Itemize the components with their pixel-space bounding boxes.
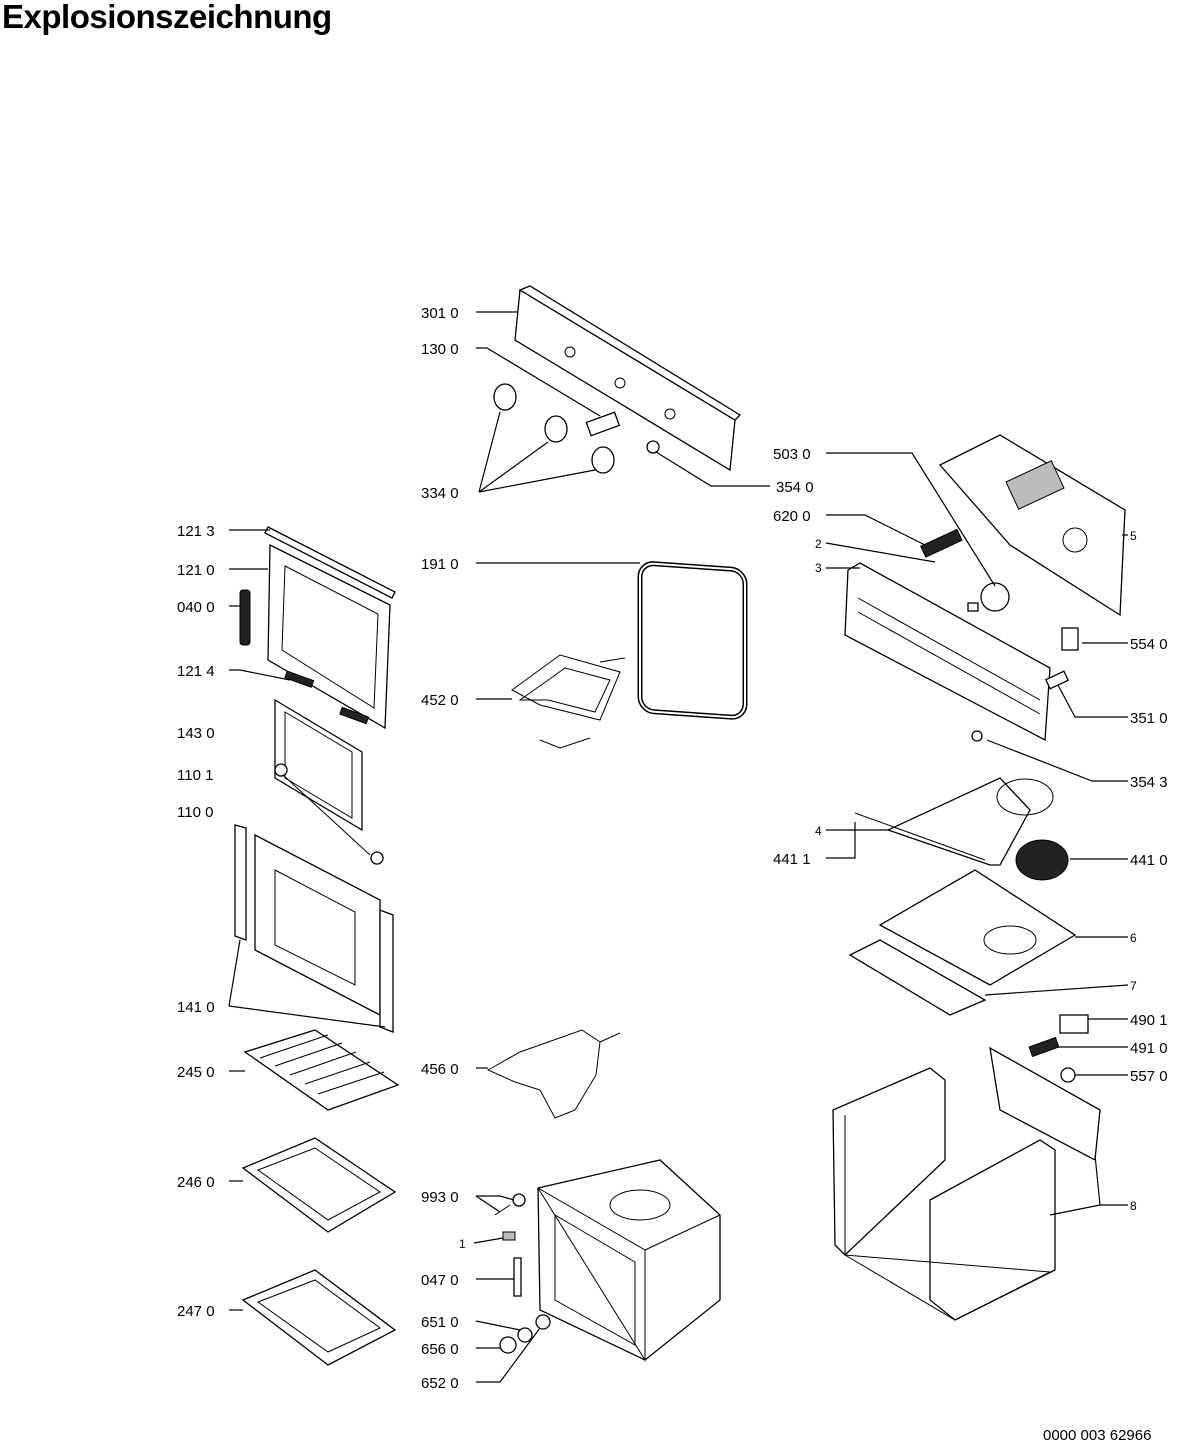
- thermostat-part: [1061, 627, 1079, 651]
- callout-620-0: 620 0: [773, 508, 811, 525]
- callout-354-0: 354 0: [776, 479, 814, 496]
- callout-130-0: 130 0: [421, 341, 459, 358]
- callout-7: 7: [1130, 979, 1137, 993]
- leader-lines: [228, 311, 1129, 1383]
- control-panel-part: [514, 285, 742, 472]
- lower-heating-element-part: [486, 1029, 621, 1119]
- callout-121-3: 121 3: [177, 523, 215, 540]
- terminal-block-part: [920, 528, 963, 558]
- callout-490-1: 490 1: [1130, 1012, 1168, 1029]
- door-inner-frame-part: [264, 526, 396, 730]
- baking-tray-part: [241, 1137, 397, 1233]
- deep-tray-part: [241, 1269, 397, 1366]
- callout-351-0: 351 0: [1130, 710, 1168, 727]
- callout-141-0: 141 0: [177, 999, 215, 1016]
- wire-rack-part: [243, 1029, 400, 1111]
- callout-110-1: 110 1: [177, 767, 213, 784]
- inner-glass-part: [274, 698, 363, 832]
- callout-452-0: 452 0: [421, 692, 459, 709]
- callout-3: 3: [815, 561, 822, 575]
- callout-354-3: 354 3: [1130, 774, 1168, 791]
- callout-456-0: 456 0: [421, 1061, 459, 1078]
- page-title: Explosionszeichnung: [2, 0, 332, 35]
- callout-047-0: 047 0: [421, 1272, 459, 1289]
- sensor-part: [1044, 670, 1070, 690]
- door-handle-part: [274, 763, 384, 865]
- rear-cover-part: [938, 434, 1126, 617]
- callout-651-0: 651 0: [421, 1314, 459, 1331]
- callout-557-0: 557 0: [1130, 1068, 1168, 1085]
- oven-housing-part: [832, 1046, 1101, 1321]
- control-knob-part: [493, 383, 615, 474]
- callout-2: 2: [815, 537, 822, 551]
- callout-993-0: 993 0: [421, 1189, 459, 1206]
- door-hinge-part: [239, 589, 251, 646]
- callout-334-0: 334 0: [421, 485, 459, 502]
- callout-4: 4: [815, 824, 822, 838]
- door-outer-panel-part: [234, 824, 394, 1033]
- callout-121-4: 121 4: [177, 663, 215, 680]
- callout-441-0: 441 0: [1130, 852, 1168, 869]
- callout-191-0: 191 0: [421, 556, 459, 573]
- callout-441-1: 441 1: [773, 851, 811, 868]
- callout-143-0: 143 0: [177, 725, 215, 742]
- callout-246-0: 246 0: [177, 1174, 215, 1191]
- callout-040-0: 040 0: [177, 599, 215, 616]
- lower-cover-part: [848, 869, 1077, 1016]
- callout-301-0: 301 0: [421, 305, 459, 322]
- document-number: 0000 003 62966: [1043, 1427, 1152, 1444]
- callout-8: 8: [1130, 1199, 1137, 1213]
- upper-heating-element-part: [511, 654, 626, 749]
- callout-503-0: 503 0: [773, 446, 811, 463]
- callout-labels: 301 0 130 0 334 0 354 0 503 0 620 0 2 3 …: [177, 305, 1168, 1392]
- indicator-lamp-part: [646, 440, 660, 454]
- callout-247-0: 247 0: [177, 1303, 215, 1320]
- control-housing-part: [844, 562, 1051, 742]
- callout-554-0: 554 0: [1130, 636, 1168, 653]
- door-seal-part: [637, 561, 748, 720]
- fan-plate-part: [854, 777, 1069, 881]
- callout-110-0: 110 0: [177, 804, 213, 821]
- callout-6: 6: [1130, 931, 1137, 945]
- cavity-small-parts: [494, 1193, 551, 1354]
- callout-5: 5: [1130, 529, 1137, 543]
- callout-1: 1: [459, 1237, 466, 1251]
- callout-491-0: 491 0: [1130, 1040, 1168, 1057]
- rear-small-parts: [1028, 1014, 1089, 1083]
- callout-245-0: 245 0: [177, 1064, 215, 1081]
- oven-cavity-part: [537, 1159, 721, 1362]
- callout-121-0: 121 0: [177, 562, 215, 579]
- callout-652-0: 652 0: [421, 1375, 459, 1392]
- fan-motor-part: [967, 582, 1010, 612]
- switch-part: [585, 411, 621, 437]
- callout-656-0: 656 0: [421, 1341, 459, 1358]
